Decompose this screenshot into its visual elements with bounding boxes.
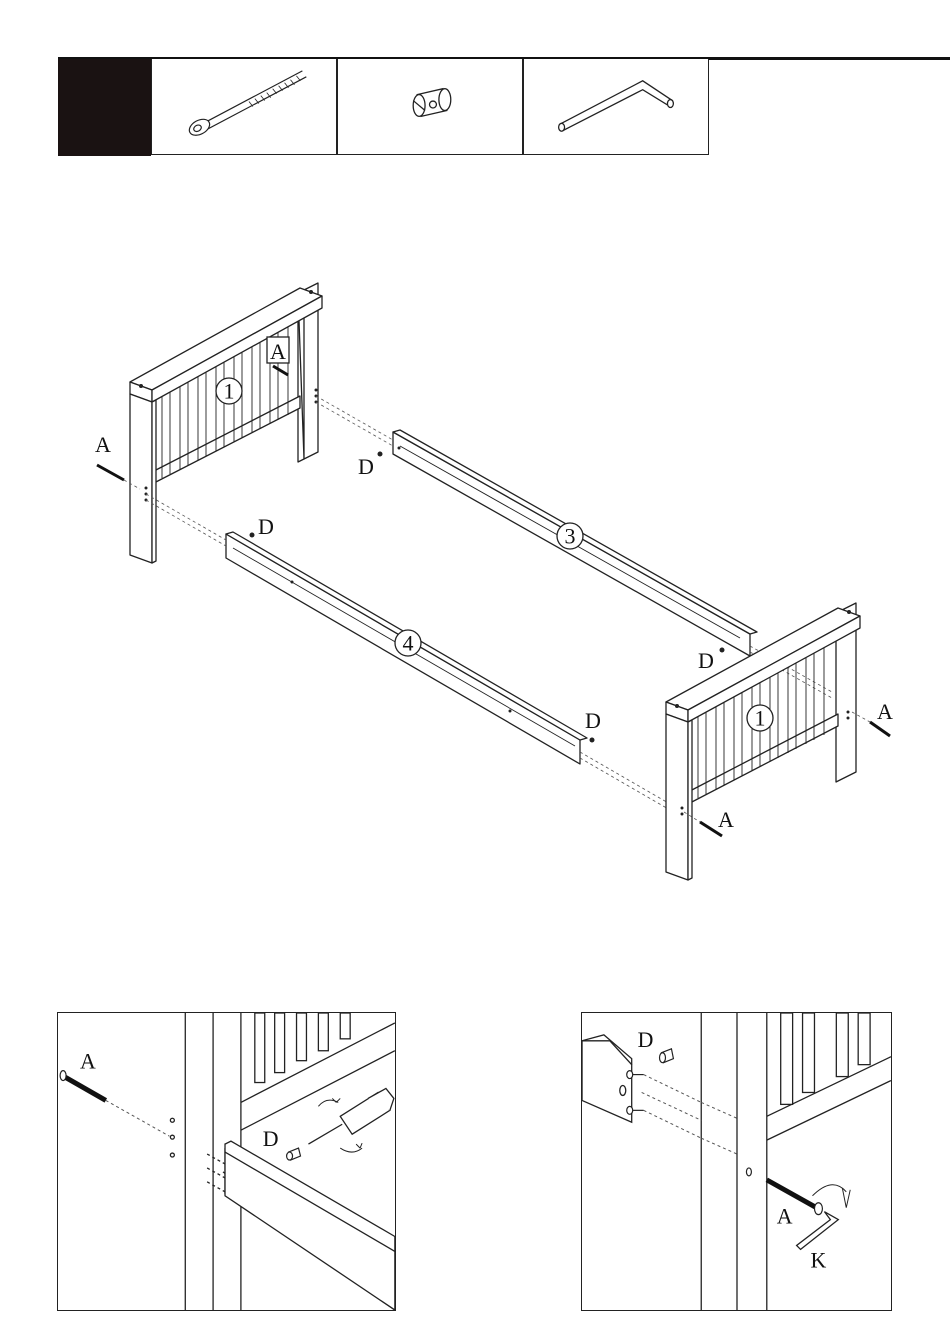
headboard-right [666, 603, 860, 880]
rail-end [225, 1141, 395, 1310]
headboard-left [130, 283, 322, 563]
detail-view-left: A D [57, 1012, 396, 1311]
label-d-front-right: D [585, 708, 601, 733]
detail-left-label-a: A [80, 1050, 96, 1074]
label-d-back-left: D [358, 454, 374, 479]
detail-left-drawing: A D [58, 1013, 395, 1310]
detail-view-right: D A K [581, 1012, 892, 1311]
detail-right-drawing: D A K [582, 1013, 891, 1310]
detail-right-label-a: A [777, 1205, 793, 1229]
label-d-front-left: D [258, 514, 274, 539]
detail-left-label-d: D [263, 1127, 279, 1151]
side-rail-back [316, 396, 757, 656]
label-a-box: A [270, 339, 286, 364]
side-rail-front [146, 494, 832, 810]
detail-right-label-d: D [638, 1028, 654, 1052]
part-number-4: 4 [403, 631, 414, 656]
part-number-1-right: 1 [755, 706, 766, 731]
part-number-3: 3 [565, 524, 576, 549]
label-d-back-right: D [698, 648, 714, 673]
part-number-1-left: 1 [224, 379, 235, 404]
label-a-left: A [95, 432, 111, 457]
detail-right-label-k: K [811, 1248, 827, 1272]
label-a-right: A [877, 699, 893, 724]
label-a-bottom: A [718, 807, 734, 832]
